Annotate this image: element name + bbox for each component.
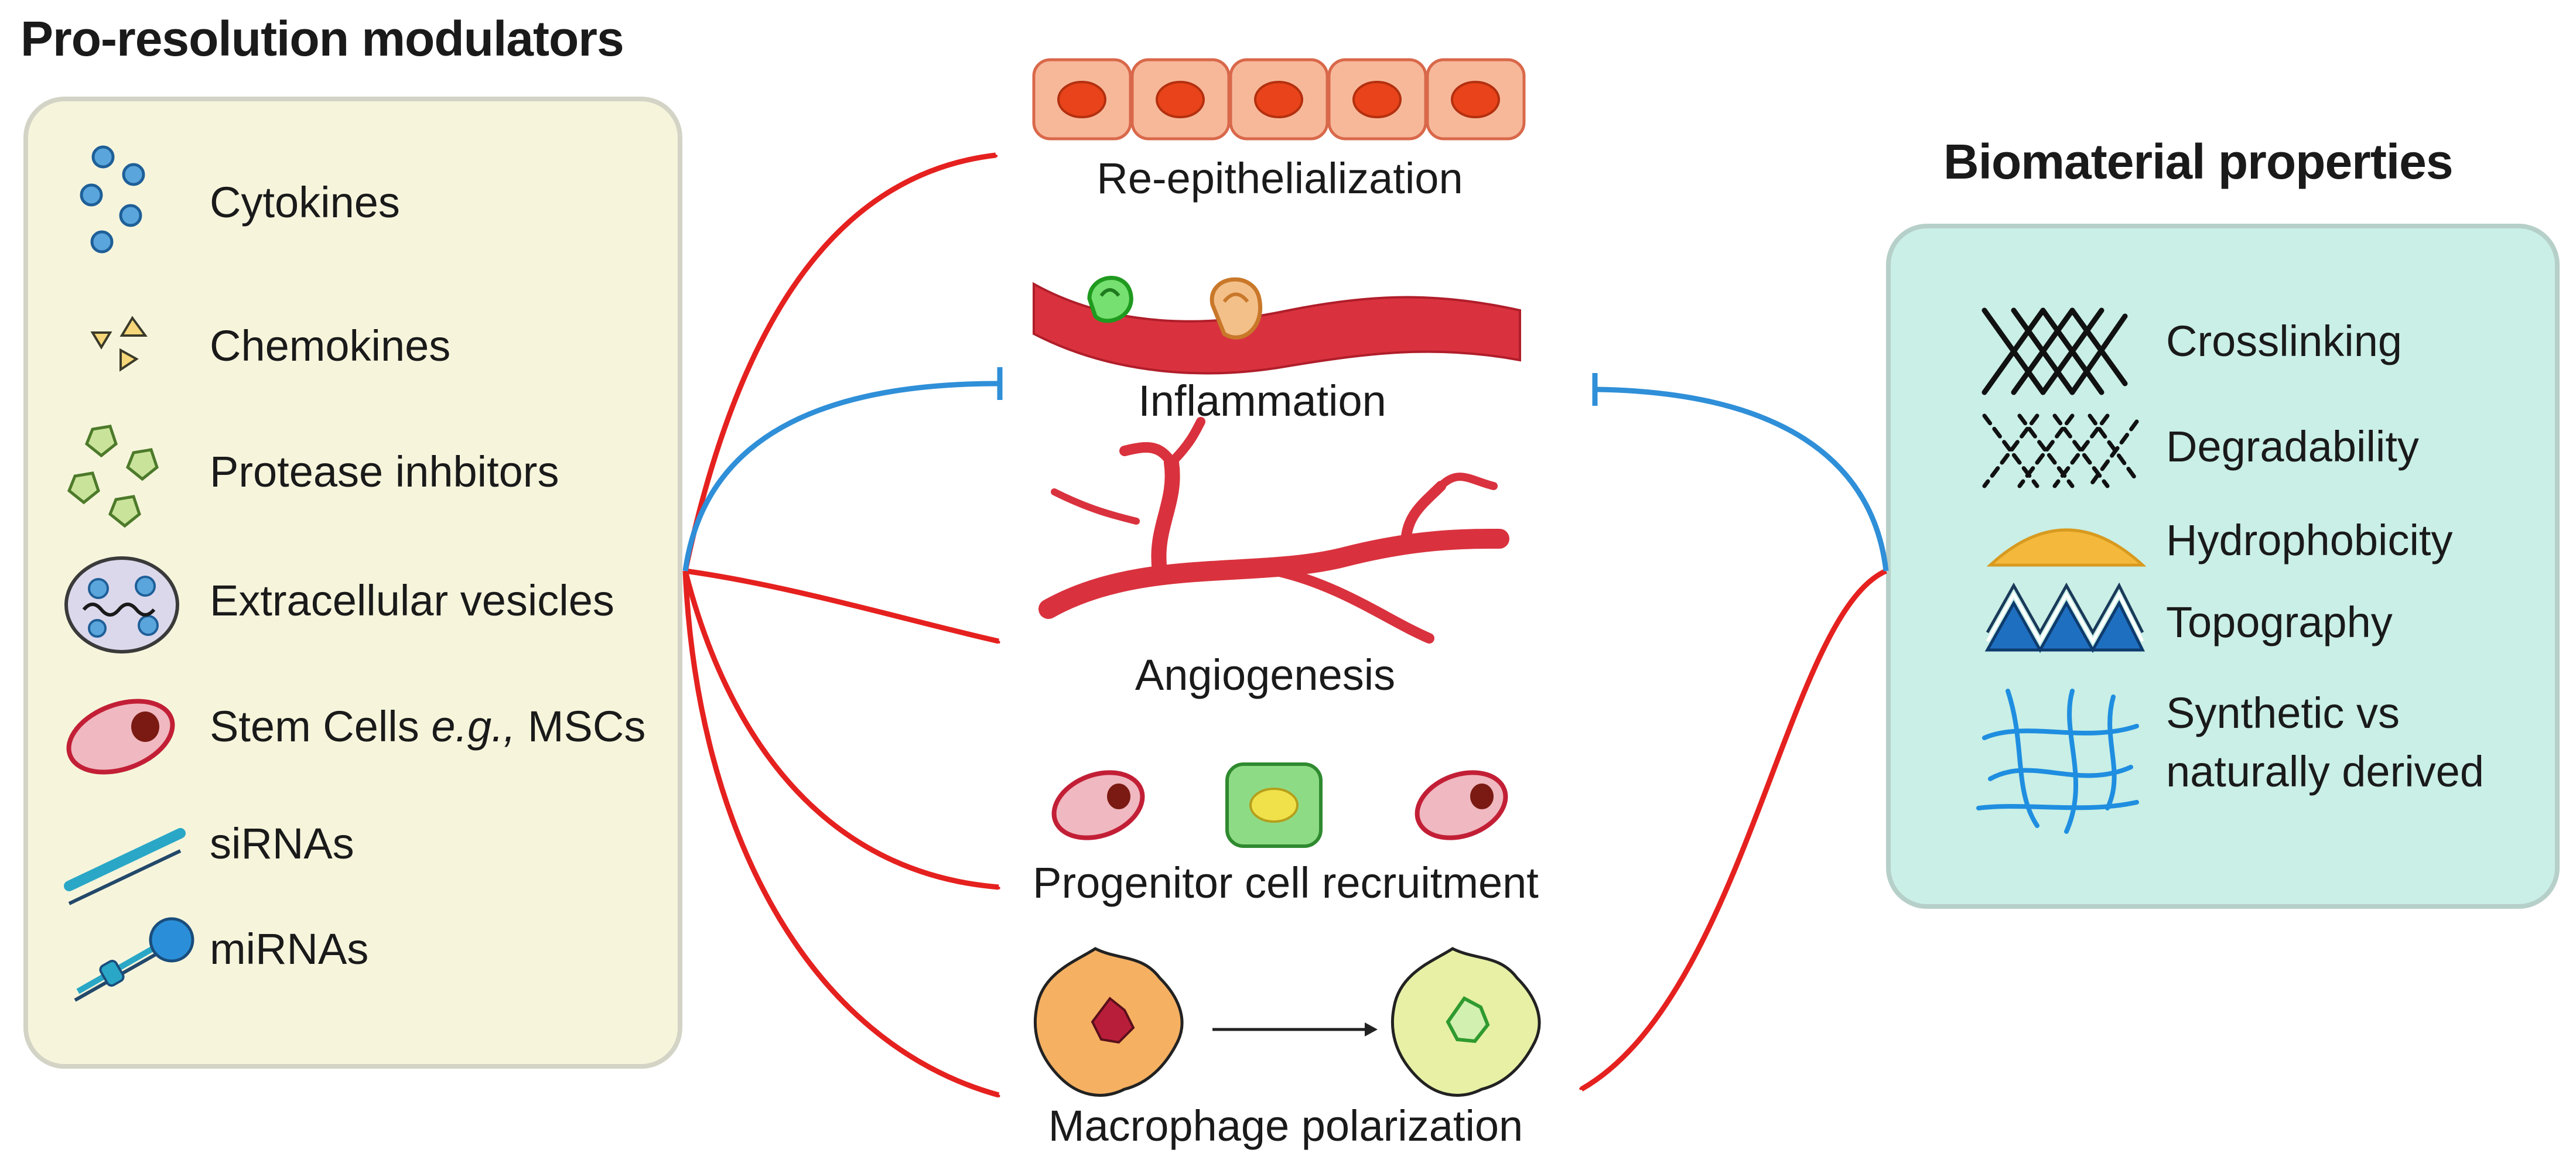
arrow-to-angiogenesis xyxy=(685,568,999,644)
inflamed-vessel-icon xyxy=(1033,276,1521,375)
angiogenesis-label: Angiogenesis xyxy=(1135,651,1396,699)
protease-inhibitors-label: Protease inhbitors xyxy=(210,447,559,496)
left-inhibit-inflammation xyxy=(682,381,999,572)
progenitor-cell-recruitment-label: Progenitor cell recruitment xyxy=(1033,858,1539,907)
extracellular-vesicles-label: Extracellular vesicles xyxy=(210,576,614,625)
cytokines-label: Cytokines xyxy=(210,178,400,227)
right-title: Biomaterial properties xyxy=(1943,134,2454,189)
hydrophobicity-icon xyxy=(1986,528,2147,567)
left-title: Pro-resolution modulators xyxy=(21,11,624,66)
sirnas-label: siRNAs xyxy=(210,819,354,868)
protease-inhibitors-icon xyxy=(67,425,159,528)
arrow-to-progenitor-recruitment xyxy=(682,570,999,890)
pro-resolution-modulators-panel: Cytokines Chemokines Protease inhbitors … xyxy=(23,97,682,1069)
arrow-to-re-epithelialization xyxy=(682,152,996,572)
re-epithelialization-label: Re-epithelialization xyxy=(1096,154,1463,203)
biomaterial-properties-panel: Crosslinking Degradability Hydrophobicit… xyxy=(1886,224,2560,909)
synthetic-vs-label: Synthetic vs xyxy=(2166,689,2400,737)
extracellular-vesicles-icon xyxy=(64,556,179,654)
stem-cells-label: Stem Cells e.g., MSCs xyxy=(210,702,645,751)
right-inhibit-inflammation xyxy=(1596,386,1889,572)
inflammation-label: Inflammation xyxy=(1138,377,1386,425)
crosslinking-label: Crosslinking xyxy=(2166,317,2403,365)
cytokines-icon xyxy=(80,145,145,254)
sirna-icon xyxy=(64,828,186,905)
crosslinking-icon xyxy=(1981,307,2128,395)
right-panel-icons xyxy=(1976,307,2147,834)
macrophage-icon xyxy=(1033,947,1541,1097)
left-panel-icons xyxy=(64,145,194,1002)
progenitor-cells-icon xyxy=(1051,762,1508,848)
arrow-to-macrophage-polarization xyxy=(682,570,999,1098)
stem-cells-label-tail: MSCs xyxy=(515,702,646,751)
stem-cell-icon xyxy=(66,699,175,775)
macrophage-polarization-label: Macrophage polarization xyxy=(1048,1101,1523,1150)
mirnas-label: miRNAs xyxy=(210,925,369,973)
chemokines-icon xyxy=(90,316,148,372)
degradability-label: Degradability xyxy=(2166,422,2419,471)
inhibit-lines xyxy=(682,367,1889,572)
left-promote-arrows xyxy=(682,152,1887,1098)
stem-cells-label-eg: e.g., xyxy=(431,702,516,751)
hydrophobicity-label: Hydrophobicity xyxy=(2166,516,2453,565)
naturally-derived-label: naturally derived xyxy=(2166,747,2484,796)
arrow-right-to-macrophage-polarization xyxy=(1581,568,1887,1092)
stem-cells-label-main: Stem Cells xyxy=(210,702,432,751)
topography-label: Topography xyxy=(2166,598,2393,646)
mirna-icon xyxy=(74,917,194,1002)
blood-vessels-icon xyxy=(1038,417,1509,644)
degradability-icon xyxy=(1982,413,2139,488)
fiber-network-icon xyxy=(1976,689,2139,834)
epithelial-cells-icon xyxy=(1032,58,1526,141)
topography-icon xyxy=(1984,582,2145,654)
chemokines-label: Chemokines xyxy=(210,321,451,370)
